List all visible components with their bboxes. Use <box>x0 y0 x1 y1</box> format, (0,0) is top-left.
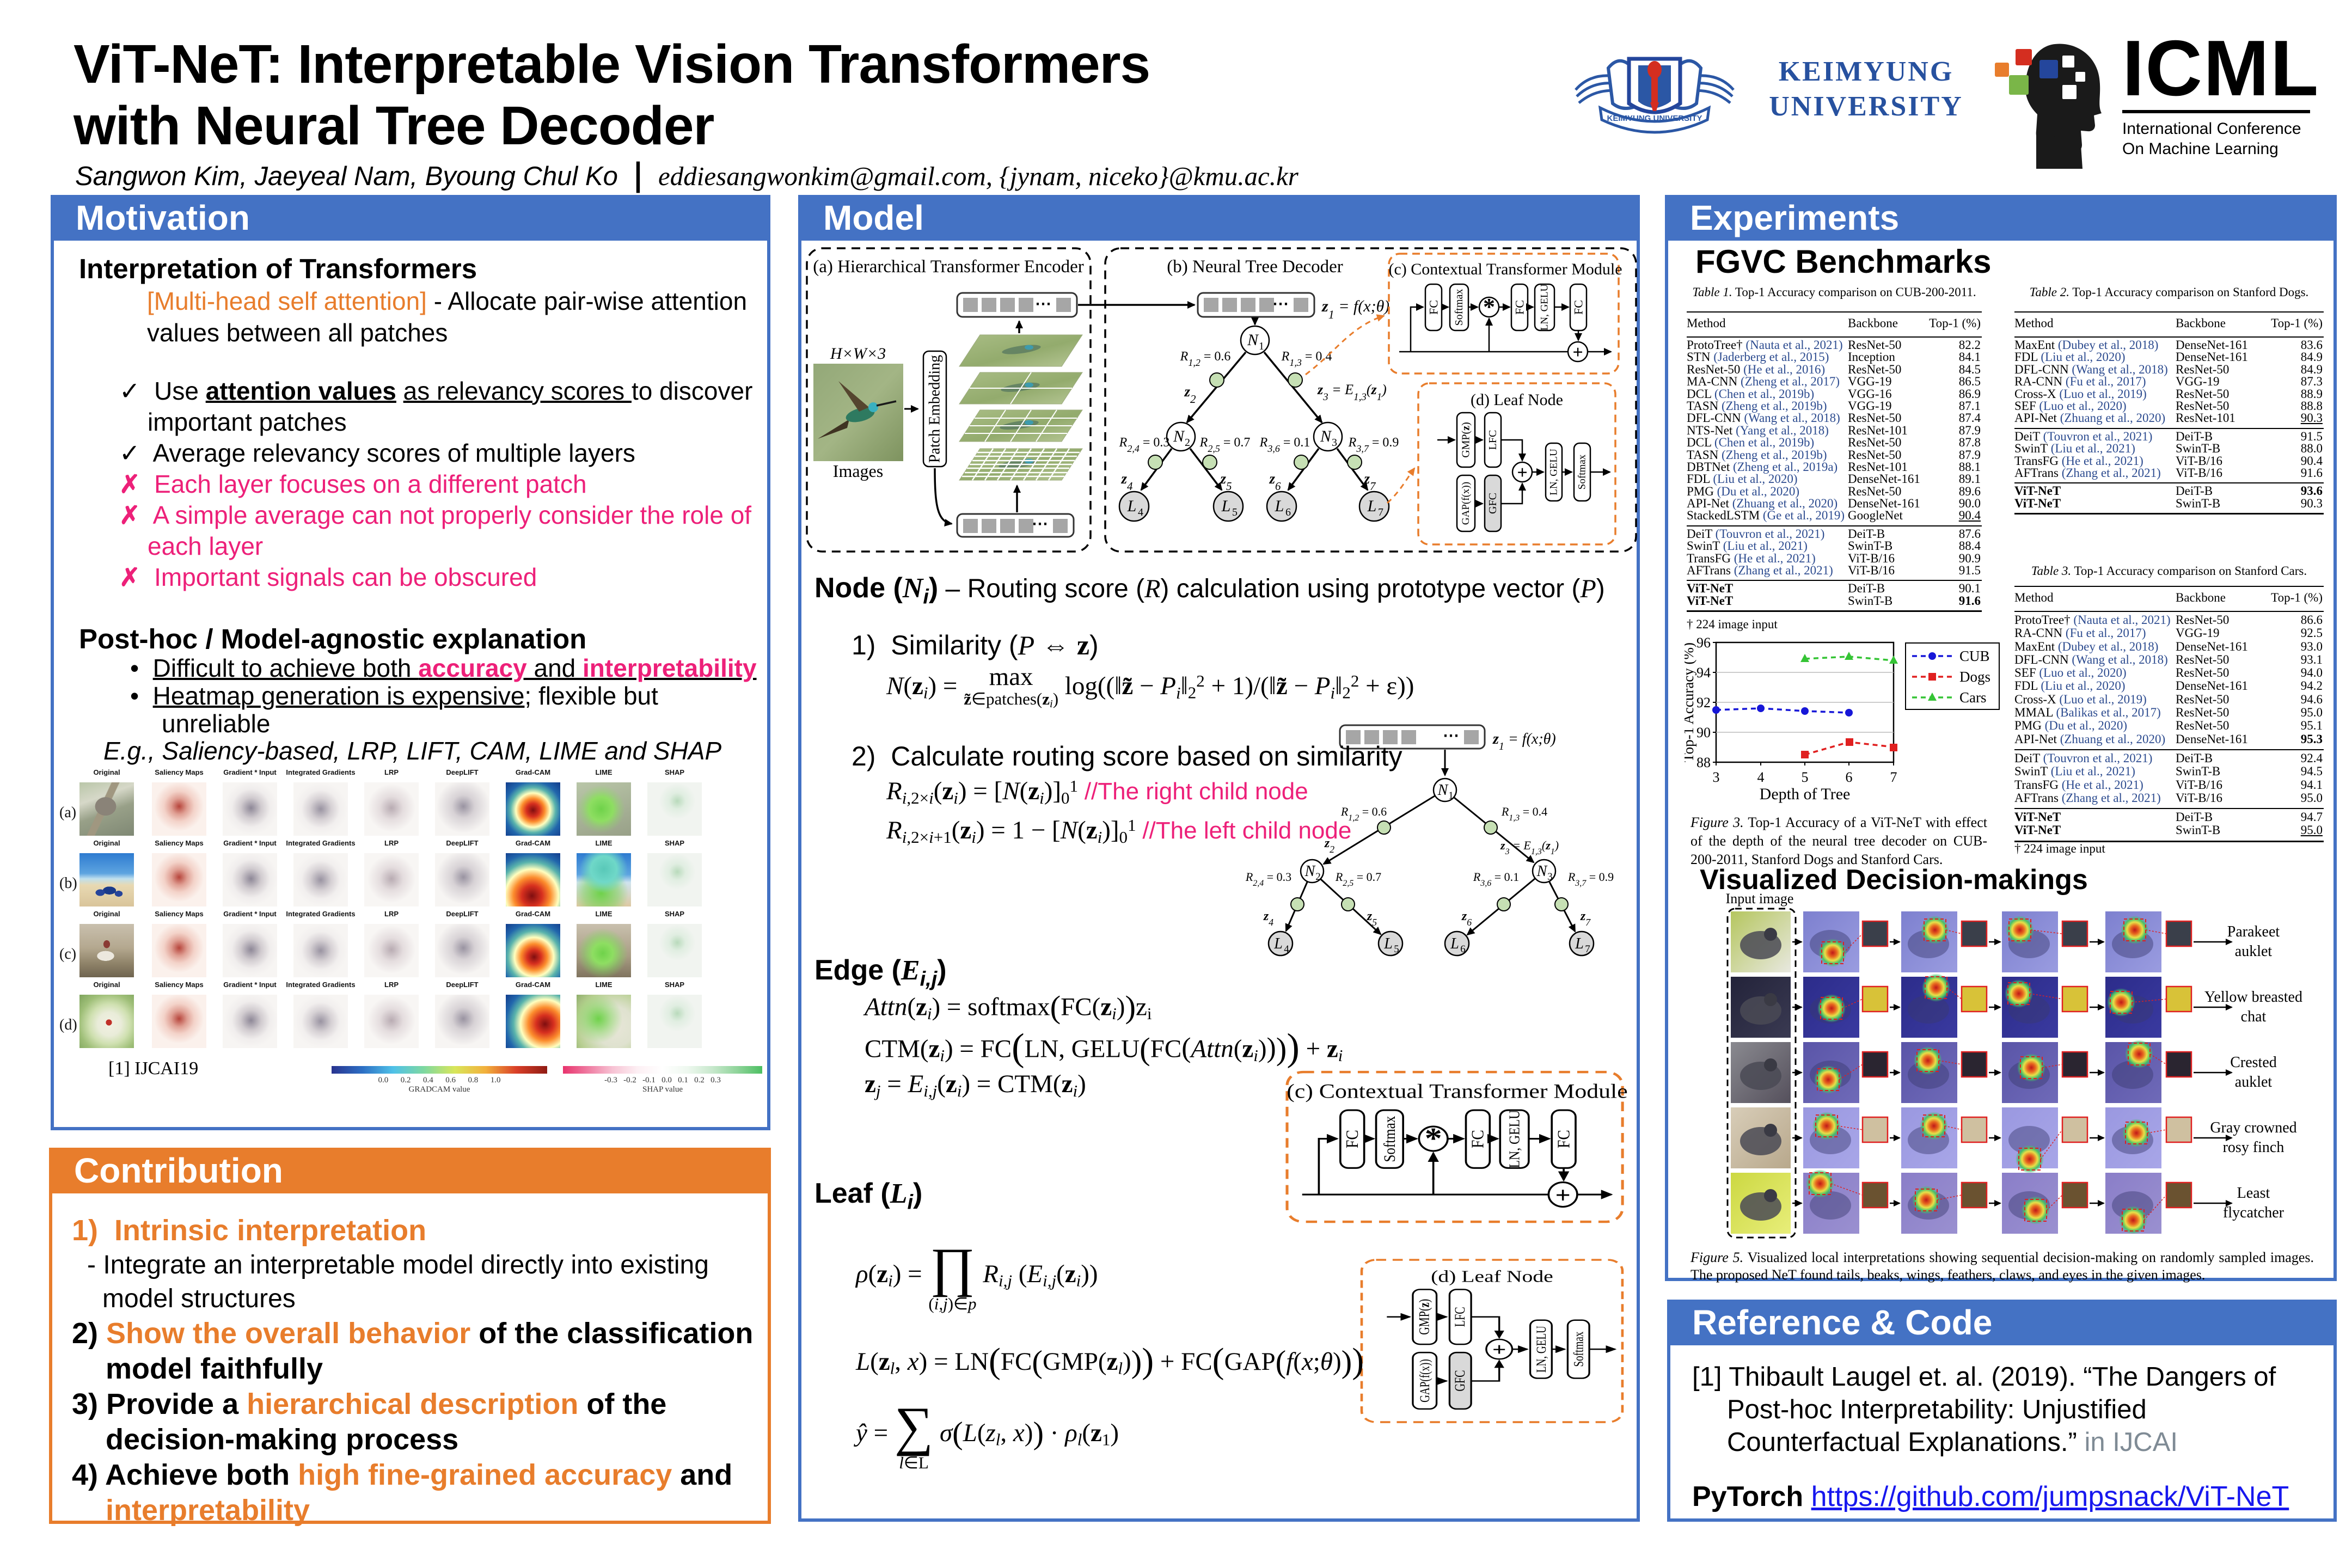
svg-text:92: 92 <box>1696 695 1711 710</box>
svg-text:88: 88 <box>1696 755 1711 770</box>
svg-text:R3,6 = 0.1: R3,6 = 0.1 <box>1259 436 1310 454</box>
svg-text:auklet: auklet <box>2235 943 2273 960</box>
svg-text:1: 1 <box>1259 340 1264 352</box>
svg-text:Least: Least <box>2237 1185 2270 1202</box>
svg-text:Patch Embedding: Patch Embedding <box>927 355 944 463</box>
svg-text:R2,4 = 0.3: R2,4 = 0.3 <box>1245 870 1291 888</box>
svg-text:flycatcher: flycatcher <box>2223 1204 2284 1221</box>
svg-text:⋯: ⋯ <box>1272 295 1289 313</box>
svg-text:L: L <box>1450 935 1459 952</box>
svg-text:Crested: Crested <box>2230 1054 2277 1071</box>
svg-text:90: 90 <box>1696 725 1711 740</box>
svg-text:R1,3 = 0.4: R1,3 = 0.4 <box>1501 805 1547 823</box>
svg-text:L: L <box>1383 935 1393 952</box>
svg-text:N: N <box>1437 782 1449 799</box>
svg-text:5: 5 <box>1802 769 1809 785</box>
svg-text:L: L <box>1127 497 1137 515</box>
svg-text:H×W×3: H×W×3 <box>830 345 886 363</box>
svg-text:rosy finch: rosy finch <box>2223 1139 2284 1156</box>
svg-text:5: 5 <box>1394 944 1399 955</box>
svg-text:3: 3 <box>1713 769 1720 785</box>
svg-text:⋯: ⋯ <box>1035 295 1051 313</box>
svg-text:6: 6 <box>1285 506 1291 518</box>
svg-text:chat: chat <box>2241 1008 2267 1025</box>
svg-text:N: N <box>1536 863 1548 880</box>
svg-text:R2,5 = 0.7: R2,5 = 0.7 <box>1335 870 1381 888</box>
svg-text:N: N <box>1304 863 1316 880</box>
svg-text:Parakeet: Parakeet <box>2227 923 2280 940</box>
svg-text:L: L <box>1575 935 1584 952</box>
svg-text:Images: Images <box>833 461 883 481</box>
svg-text:2: 2 <box>1315 871 1321 883</box>
svg-text:z4: z4 <box>1120 470 1133 493</box>
svg-text:Input image: Input image <box>1726 891 1794 906</box>
svg-text:z4: z4 <box>1263 909 1273 928</box>
svg-text:Gray crowned: Gray crowned <box>2210 1119 2296 1136</box>
svg-text:KEIMYUNG UNIVERSITY: KEIMYUNG UNIVERSITY <box>1607 114 1702 123</box>
svg-text:Cars: Cars <box>1959 689 1987 706</box>
svg-text:(b) Neural Tree Decoder: (b) Neural Tree Decoder <box>1167 257 1343 277</box>
svg-text:z7: z7 <box>1580 909 1591 928</box>
svg-text:z6: z6 <box>1269 470 1281 493</box>
svg-text:z1 = f(x;θ): z1 = f(x;θ) <box>1321 297 1389 321</box>
svg-text:2: 2 <box>1185 437 1190 449</box>
svg-text:⋯: ⋯ <box>1032 515 1048 533</box>
svg-text:4: 4 <box>1138 506 1143 518</box>
svg-text:7: 7 <box>1585 944 1590 955</box>
svg-text:94: 94 <box>1696 665 1711 681</box>
svg-text:z5: z5 <box>1220 470 1232 493</box>
svg-text:CUB: CUB <box>1959 648 1990 664</box>
svg-text:3: 3 <box>1332 437 1337 449</box>
svg-text:(a) Hierarchical Transformer E: (a) Hierarchical Transformer Encoder <box>813 257 1084 277</box>
svg-text:3: 3 <box>1547 871 1553 883</box>
svg-text:7: 7 <box>1890 769 1897 785</box>
svg-text:N: N <box>1247 331 1259 349</box>
svg-text:R3,7 = 0.9: R3,7 = 0.9 <box>1567 870 1614 888</box>
svg-text:R3,7 = 0.9: R3,7 = 0.9 <box>1348 436 1399 454</box>
svg-text:R1,2 = 0.6: R1,2 = 0.6 <box>1180 350 1231 368</box>
svg-text:Yellow breasted: Yellow breasted <box>2204 989 2302 1006</box>
svg-text:4: 4 <box>1757 769 1765 785</box>
svg-text:z2: z2 <box>1184 383 1196 406</box>
svg-text:5: 5 <box>1232 506 1238 518</box>
svg-text:6: 6 <box>1460 944 1466 955</box>
svg-text:L: L <box>1367 497 1377 515</box>
svg-text:L: L <box>1221 497 1231 515</box>
svg-text:R2,4 = 0.3: R2,4 = 0.3 <box>1119 436 1170 454</box>
svg-text:z3 = E1,3(z1): z3 = E1,3(z1) <box>1317 382 1387 403</box>
svg-text:N: N <box>1173 427 1185 445</box>
svg-text:Depth of Tree: Depth of Tree <box>1760 785 1851 803</box>
svg-text:7: 7 <box>1378 506 1383 518</box>
svg-text:6: 6 <box>1846 769 1853 785</box>
svg-text:z2: z2 <box>1324 836 1334 855</box>
svg-text:R3,6 = 0.1: R3,6 = 0.1 <box>1473 870 1519 888</box>
svg-text:Dogs: Dogs <box>1959 669 1990 685</box>
svg-text:Top-1 Accuracy (%): Top-1 Accuracy (%) <box>1685 642 1696 762</box>
svg-text:96: 96 <box>1696 636 1711 651</box>
svg-text:4: 4 <box>1284 944 1289 955</box>
svg-text:z6: z6 <box>1461 909 1472 928</box>
svg-text:z5: z5 <box>1367 909 1377 928</box>
svg-text:R2,5 = 0.7: R2,5 = 0.7 <box>1199 436 1251 454</box>
svg-text:⋯: ⋯ <box>1443 727 1459 745</box>
svg-text:L: L <box>1275 497 1284 515</box>
svg-text:z7: z7 <box>1363 470 1376 493</box>
svg-text:auklet: auklet <box>2235 1074 2273 1091</box>
svg-text:L: L <box>1273 935 1283 952</box>
svg-text:1: 1 <box>1448 790 1454 801</box>
svg-text:N: N <box>1320 427 1332 445</box>
svg-text:z1 = f(x;θ): z1 = f(x;θ) <box>1492 731 1556 752</box>
